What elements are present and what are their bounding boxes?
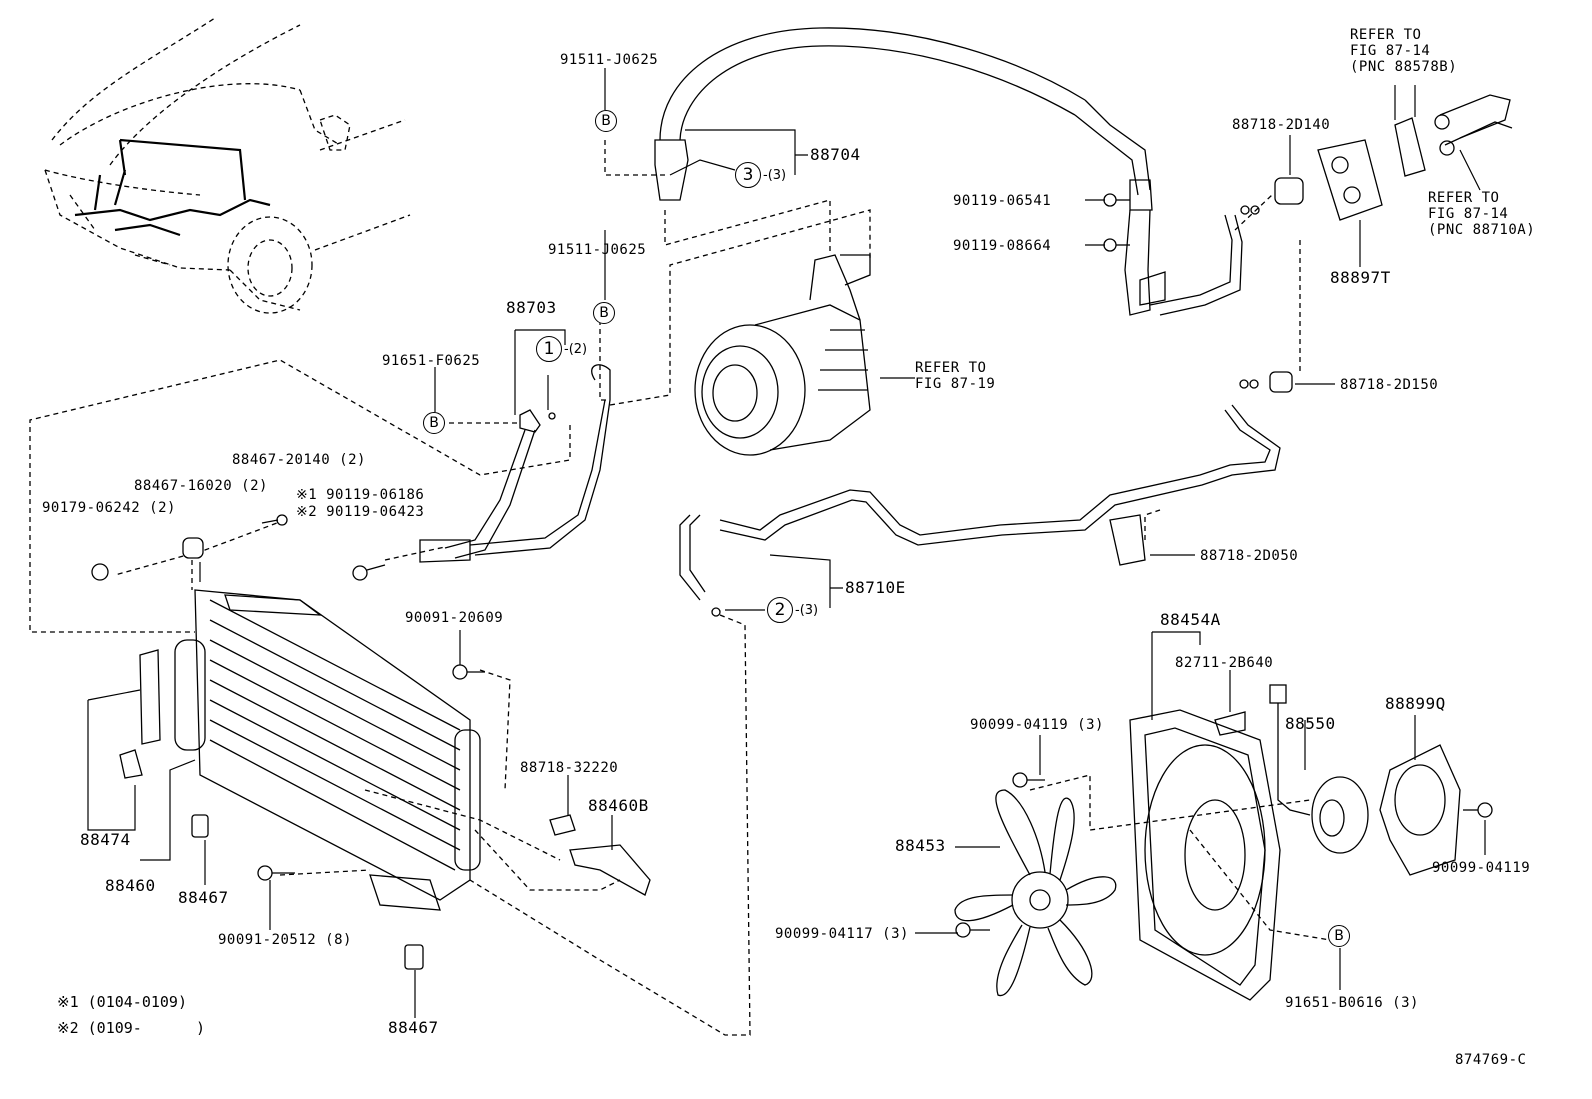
callout-b-mid: B	[593, 302, 615, 324]
label-90119-08664: 90119-08664	[953, 238, 1052, 254]
label-90119-06423: ※2 90119-06423	[296, 504, 425, 520]
label-88467-upper: 88467	[178, 888, 229, 907]
callout-1-qty: -(2)	[564, 342, 588, 357]
discharge-hose-88704	[654, 27, 1243, 316]
callout-3: 3	[735, 162, 761, 188]
label-91511-J0625-top: 91511-J0625	[560, 52, 659, 68]
receiver-fittings	[1239, 94, 1513, 393]
footnote-1: ※1 (0104-0109)	[57, 993, 187, 1011]
label-90099-04119-3: 90099-04119 (3)	[970, 717, 1104, 733]
label-91651-B0616: 91651-B0616 (3)	[1285, 995, 1419, 1011]
label-88474: 88474	[80, 830, 131, 849]
liquid-tube-88710E	[679, 404, 1281, 617]
label-88460: 88460	[105, 876, 156, 895]
ref-right-line2: FIG 87-14	[1428, 206, 1509, 222]
label-88467-20140: 88467-20140 (2)	[232, 452, 366, 468]
fan-assembly	[954, 684, 1461, 1001]
ref-right-line1: REFER TO	[1428, 190, 1500, 206]
compressor	[694, 254, 871, 456]
ref-compressor-line1: REFER TO	[915, 360, 987, 376]
label-88467-lower: 88467	[388, 1018, 439, 1037]
label-88467-16020: 88467-16020 (2)	[134, 478, 268, 494]
label-90179-06242: 90179-06242 (2)	[42, 500, 176, 516]
callout-2-qty: -(3)	[795, 603, 819, 618]
ref-compressor-line2: FIG 87-19	[915, 376, 996, 392]
label-88704: 88704	[810, 145, 861, 164]
label-88710E: 88710E	[845, 578, 906, 597]
car-sketch	[44, 17, 411, 314]
label-88453: 88453	[895, 836, 946, 855]
label-90119-06541: 90119-06541	[953, 193, 1052, 209]
callout-1: 1	[536, 336, 562, 362]
label-88718-32220: 88718-32220	[520, 760, 619, 776]
label-88703: 88703	[506, 298, 557, 317]
ref-top-line3: (PNC 88578B)	[1350, 59, 1458, 75]
label-90091-20512: 90091-20512 (8)	[218, 932, 352, 948]
label-82711-2B640: 82711-2B640	[1175, 655, 1274, 671]
condenser	[119, 589, 481, 970]
ref-right-line3: (PNC 88710A)	[1428, 222, 1536, 238]
label-88718-2D140: 88718-2D140	[1232, 117, 1331, 133]
label-88454A: 88454A	[1160, 610, 1221, 629]
callout-3-qty: -(3)	[763, 168, 787, 183]
label-91651-F0625: 91651-F0625	[382, 353, 481, 369]
callout-2: 2	[767, 597, 793, 623]
label-88460B: 88460B	[588, 796, 649, 815]
ref-top-line1: REFER TO	[1350, 27, 1422, 43]
callout-b-top: B	[595, 110, 617, 132]
ref-top-line2: FIG 87-14	[1350, 43, 1431, 59]
label-90119-06186: ※1 90119-06186	[296, 487, 425, 503]
label-90091-20609: 90091-20609	[405, 610, 504, 626]
label-88718-2D150: 88718-2D150	[1340, 377, 1439, 393]
bracket-88460B	[549, 814, 651, 896]
footnote-2: ※2 (0109- )	[57, 1019, 206, 1037]
label-88718-2D050: 88718-2D050	[1200, 548, 1299, 564]
callout-b-bottom: B	[1328, 925, 1350, 947]
callout-b-left: B	[423, 412, 445, 434]
diagram-id: 874769-C	[1455, 1052, 1527, 1068]
leader-lines	[87, 68, 1486, 1018]
label-88899Q: 88899Q	[1385, 694, 1446, 713]
label-90099-04119: 90099-04119	[1432, 860, 1531, 876]
label-88897T: 88897T	[1330, 268, 1391, 287]
label-90099-04117: 90099-04117 (3)	[775, 926, 909, 942]
fasteners	[91, 193, 1493, 938]
label-88550: 88550	[1285, 714, 1336, 733]
label-91511-J0625-mid: 91511-J0625	[548, 242, 647, 258]
connection-lines	[29, 140, 1331, 1036]
